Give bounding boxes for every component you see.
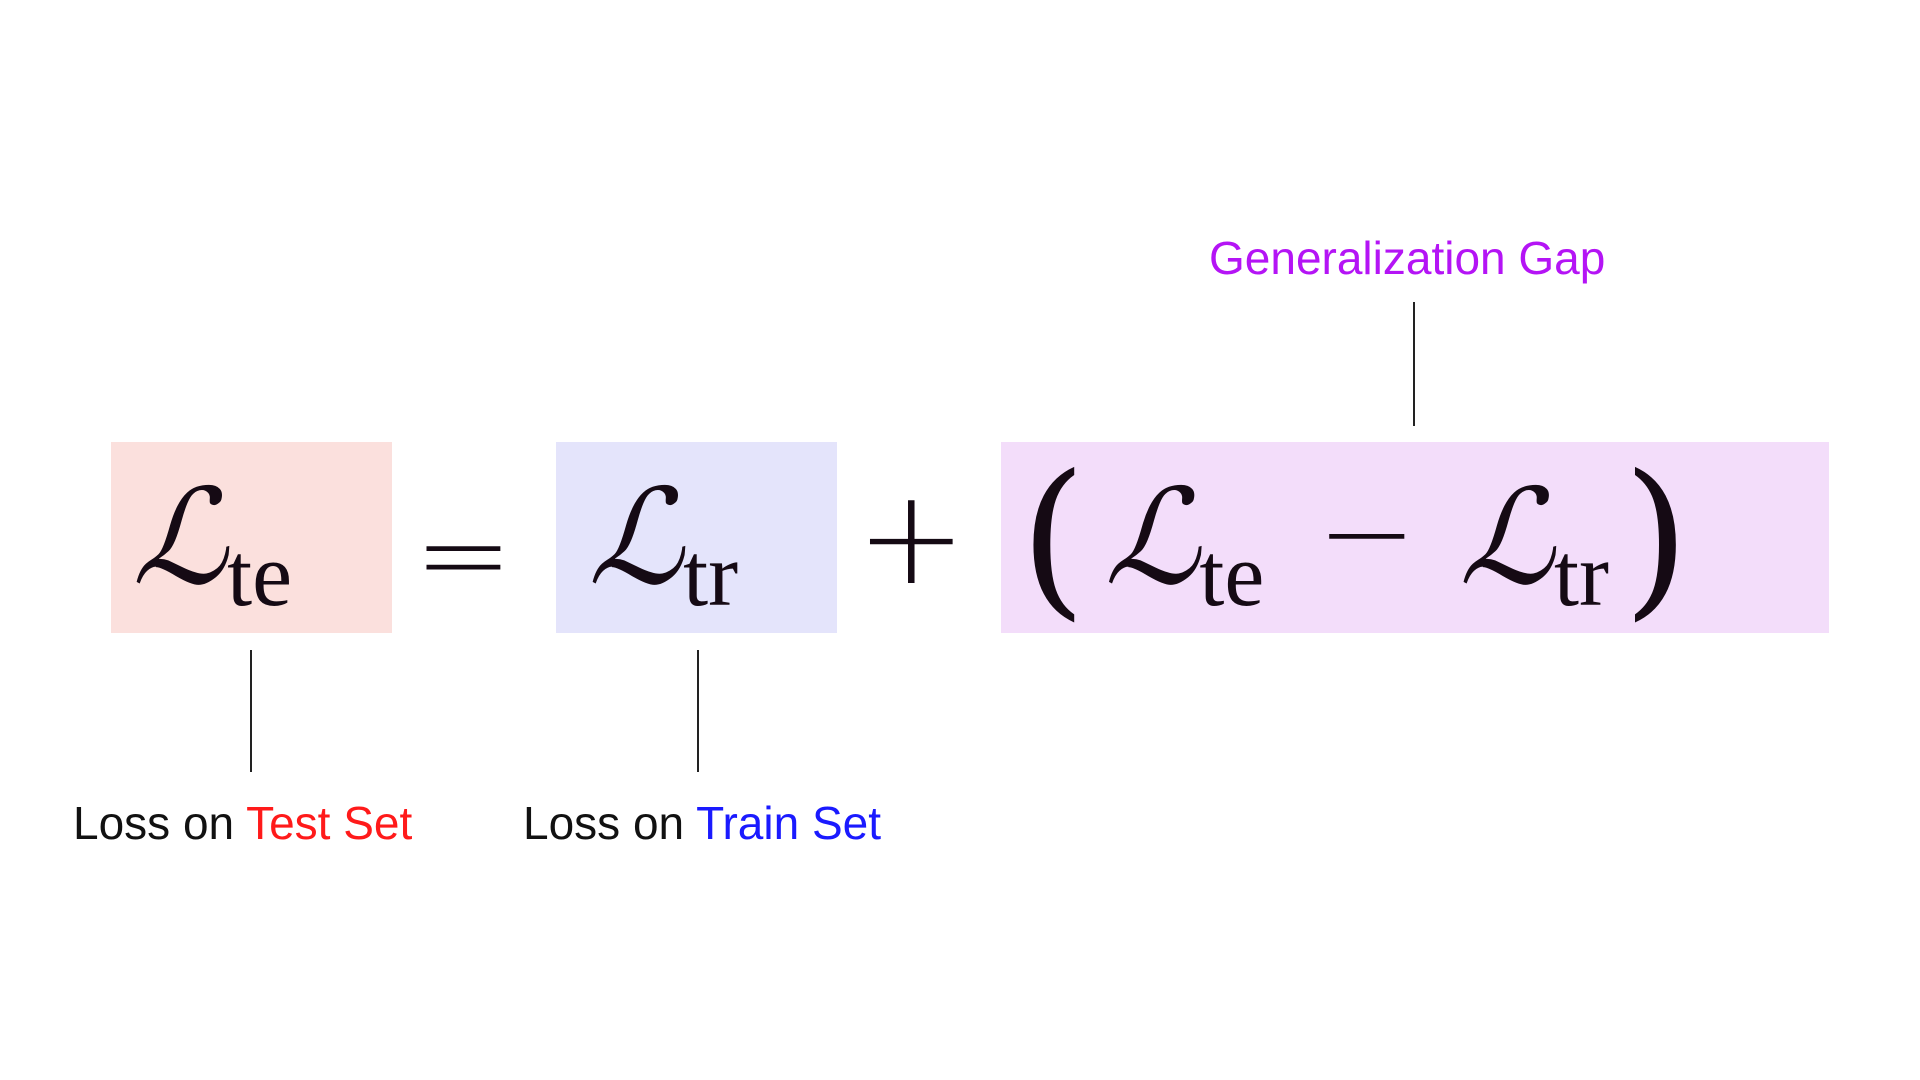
test-set-text: Test Set: [246, 797, 413, 849]
minus-sign: −: [1316, 463, 1417, 603]
gap-train-loss-symbol: ℒ: [1458, 460, 1554, 615]
test-loss-highlight: [111, 442, 392, 633]
open-paren: (: [1020, 438, 1087, 637]
test-loss-connector: [250, 650, 252, 772]
test-loss-label: Loss on Test Set: [73, 800, 412, 846]
test-loss-subscript: te: [227, 525, 293, 625]
train-loss-symbol: ℒ: [588, 460, 684, 615]
train-loss-label: Loss on Train Set: [523, 800, 881, 846]
train-loss-term: ℒ tr: [588, 442, 738, 633]
generalization-gap-term: ( ℒ te − ℒ tr ): [1020, 442, 1689, 633]
gap-train-loss-subscript: tr: [1553, 525, 1609, 625]
gap-test-loss-subscript: te: [1199, 525, 1265, 625]
train-loss-highlight: [556, 442, 837, 633]
close-paren: ): [1622, 438, 1690, 637]
generalization-gap-label: Generalization Gap: [1209, 232, 1606, 284]
test-loss-symbol: ℒ: [132, 460, 228, 615]
gap-test-loss-symbol: ℒ: [1104, 460, 1200, 615]
plus-sign: +: [856, 461, 967, 615]
train-loss-connector: [697, 650, 699, 772]
test-loss-term: ℒ te: [132, 442, 292, 633]
train-loss-label-prefix: Loss on: [523, 797, 697, 849]
generalization-gap-connector: [1413, 302, 1415, 426]
test-loss-label-prefix: Loss on: [73, 797, 247, 849]
generalization-gap-highlight: [1001, 442, 1829, 633]
train-loss-subscript: tr: [683, 525, 739, 625]
equals-sign: =: [414, 485, 513, 623]
train-set-text: Train Set: [696, 797, 881, 849]
